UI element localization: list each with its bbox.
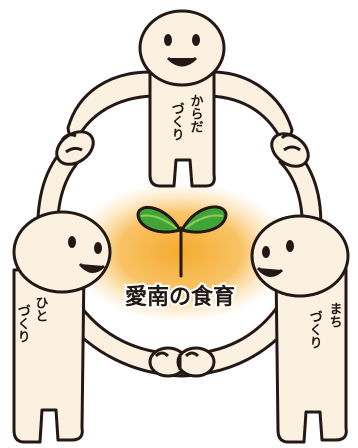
left-caption-line2: づくり (15, 304, 31, 343)
sprout-icon (136, 205, 228, 278)
right-caption-line1: まち (327, 302, 342, 328)
left-caption-line1: ひと (33, 296, 48, 322)
main-title: 愛南の食育 (125, 284, 235, 310)
figure-right (250, 214, 350, 444)
figure-left (12, 210, 112, 444)
top-caption-line1: からだ (188, 94, 204, 133)
right-caption-line2: づくり (307, 310, 323, 349)
joined-hands (55, 130, 310, 378)
top-figure-caption: からだ づくり (169, 94, 204, 141)
top-caption-line2: づくり (169, 102, 185, 141)
left-figure-caption: ひと づくり (15, 296, 48, 343)
figure-top (138, 9, 226, 188)
right-figure-caption: まち づくり (307, 302, 342, 349)
